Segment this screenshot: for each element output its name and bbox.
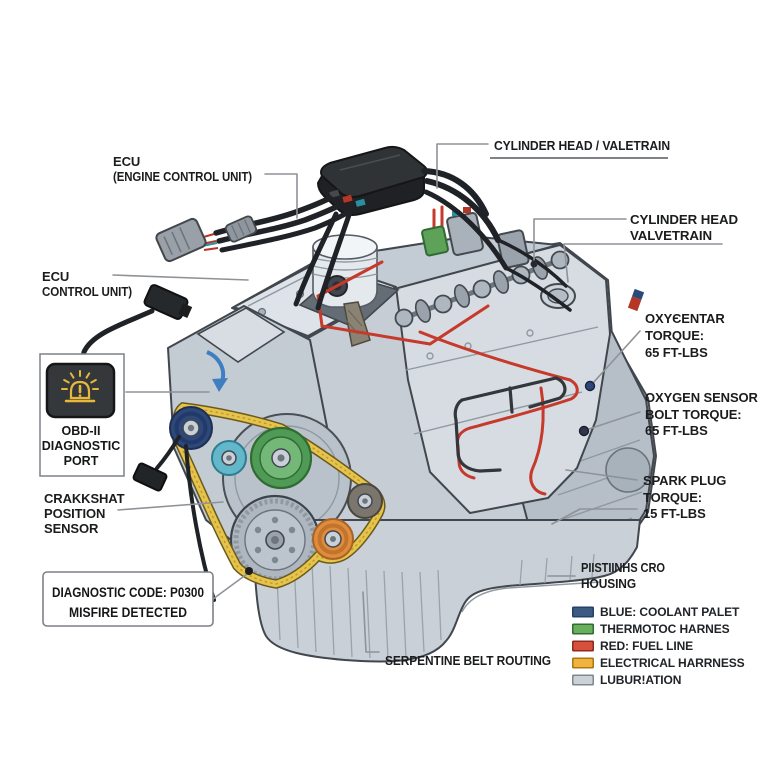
leader-cylinder-head-valetrain <box>436 143 489 189</box>
idler-pulley-gray <box>347 483 383 519</box>
label-crank-sensor: CRAKKSHAT <box>44 491 125 506</box>
rotation-arrow <box>206 350 228 392</box>
label-oxygen-sensor: OXYGEN SENSOR <box>645 390 759 405</box>
pulley-cluster <box>169 402 386 589</box>
diagnostic-code-box: DIAGNOSTIC CODE: P0300 MISFIRE DETECTED <box>42 567 253 627</box>
legend-label: ELECTRICAL HARRNESS <box>600 656 745 670</box>
label-cylinder-head-valvetrain-sub: VALVETRAIN <box>630 228 712 243</box>
label-obd-3: PORT <box>64 454 99 468</box>
legend-swatch <box>573 659 593 667</box>
label-oxygentar-2: TORQUE: <box>645 328 704 343</box>
tensioner-pulley-teal <box>211 440 247 476</box>
leader-valvetrain-2 <box>563 243 723 283</box>
legend-row: BLUE: COOLANT PALET <box>572 605 740 619</box>
label-crank-sensor-2: POSITION <box>44 506 105 521</box>
label-ecu-top: ECU <box>113 154 140 169</box>
legend-row: ELECTRICAL HARRNESS <box>572 656 745 670</box>
annotations: ECU (ENGINE CONTROL UNIT) CYLINDER HEAD … <box>39 138 759 687</box>
front-face-top <box>196 307 286 363</box>
oil-cap <box>540 283 576 309</box>
label-serpentine-belt: SERPENTINE BELT ROUTING <box>385 654 551 668</box>
leader-ecu-left <box>112 274 249 281</box>
engine-harness <box>453 376 567 473</box>
leader-spark-plug-2 <box>551 508 638 525</box>
legend-swatch <box>573 642 593 650</box>
leader-spark-plug-1 <box>565 469 638 481</box>
harness-connector <box>155 215 258 263</box>
bolt-dot <box>578 425 590 437</box>
camshaft <box>394 250 570 328</box>
legend-row: THERMOTOC HARNES <box>572 622 730 636</box>
label-diagnostic-code: DIAGNOSTIC CODE: P0300 <box>52 585 204 600</box>
obd-port-box: OBD-II DIAGNOSTIC PORT <box>39 353 210 477</box>
label-spark-plug-2: TORQUE: <box>643 490 702 505</box>
water-pump-pulley-green <box>249 426 313 490</box>
legend-label: RED: FUEL LINE <box>600 639 693 653</box>
warning-beacon-icon <box>61 370 99 403</box>
label-spark-plug-3: 15 FT-LBS <box>643 506 706 521</box>
legend-label: LUBUR!ATION <box>600 673 681 687</box>
label-obd-2: DIAGNOSTIC <box>42 439 120 453</box>
right-engine-face <box>395 244 611 514</box>
label-oxygentar-3: 65 FT-LBS <box>645 345 708 360</box>
oxygen-sensor-dot <box>584 380 596 392</box>
leader-valvetrain-1 <box>533 218 627 261</box>
leader-diagnostic-code <box>212 573 248 600</box>
label-ecu-left-sub: CONTROL UNIT) <box>42 284 132 299</box>
legend-swatch <box>573 676 593 684</box>
leader-serpentine-belt <box>362 591 380 653</box>
spark-plug-boot <box>627 288 645 312</box>
legend-label: BLUE: COOLANT PALET <box>600 605 740 619</box>
leader-crank-sensor <box>117 501 224 511</box>
ecu-module <box>316 145 428 216</box>
diagnostic-dot <box>245 567 253 575</box>
wiring-harness <box>213 168 645 312</box>
label-pistons-housing: PIISTIINHS CRO <box>581 561 665 575</box>
label-crank-sensor-3: SENSOR <box>44 521 99 536</box>
legend-swatch <box>573 608 593 616</box>
piston-cutaway <box>312 234 378 347</box>
label-oxygen-sensor-2: BOLT TORQUE: <box>645 407 742 422</box>
fuel-lines <box>316 260 579 496</box>
obd-connector <box>79 284 193 365</box>
label-spark-plug: SPARK PLUG <box>643 473 726 488</box>
leader-oxygentar <box>592 330 641 384</box>
housing-boss <box>605 447 651 493</box>
idler-pulley-navy <box>169 406 213 450</box>
legend-swatch <box>573 625 593 633</box>
label-ecu-top-sub: (ENGINE CONTROL UNIT) <box>113 169 252 184</box>
legend-row: LUBUR!ATION <box>572 673 681 687</box>
label-cylinder-head-valetrain: CYLINDER HEAD / VALETRAIN <box>494 138 670 153</box>
label-oxygen-sensor-3: 65 FT-LBS <box>645 423 708 438</box>
leader-ecu-top <box>264 173 298 219</box>
legend-row: RED: FUEL LINE <box>572 639 693 653</box>
label-oxygentar: OXYЄENTAR <box>645 311 725 326</box>
legend-label: THERMOTOC HARNES <box>600 622 730 636</box>
legend: BLUE: COOLANT PALET THERMOTOC HARNES RED… <box>572 605 745 687</box>
leader-dot-valvetrain <box>530 260 538 268</box>
label-pistons-housing-2: HOUSING <box>581 577 636 591</box>
label-misfire: MISFIRE DETECTED <box>69 605 187 620</box>
label-cylinder-head-valvetrain: CYLINDER HEAD <box>630 212 738 227</box>
ac-pulley-orange <box>312 518 354 560</box>
leader-oxygen-sensor <box>588 411 641 430</box>
label-ecu-left: ECU <box>42 269 69 284</box>
label-obd: OBD-II <box>62 424 101 438</box>
